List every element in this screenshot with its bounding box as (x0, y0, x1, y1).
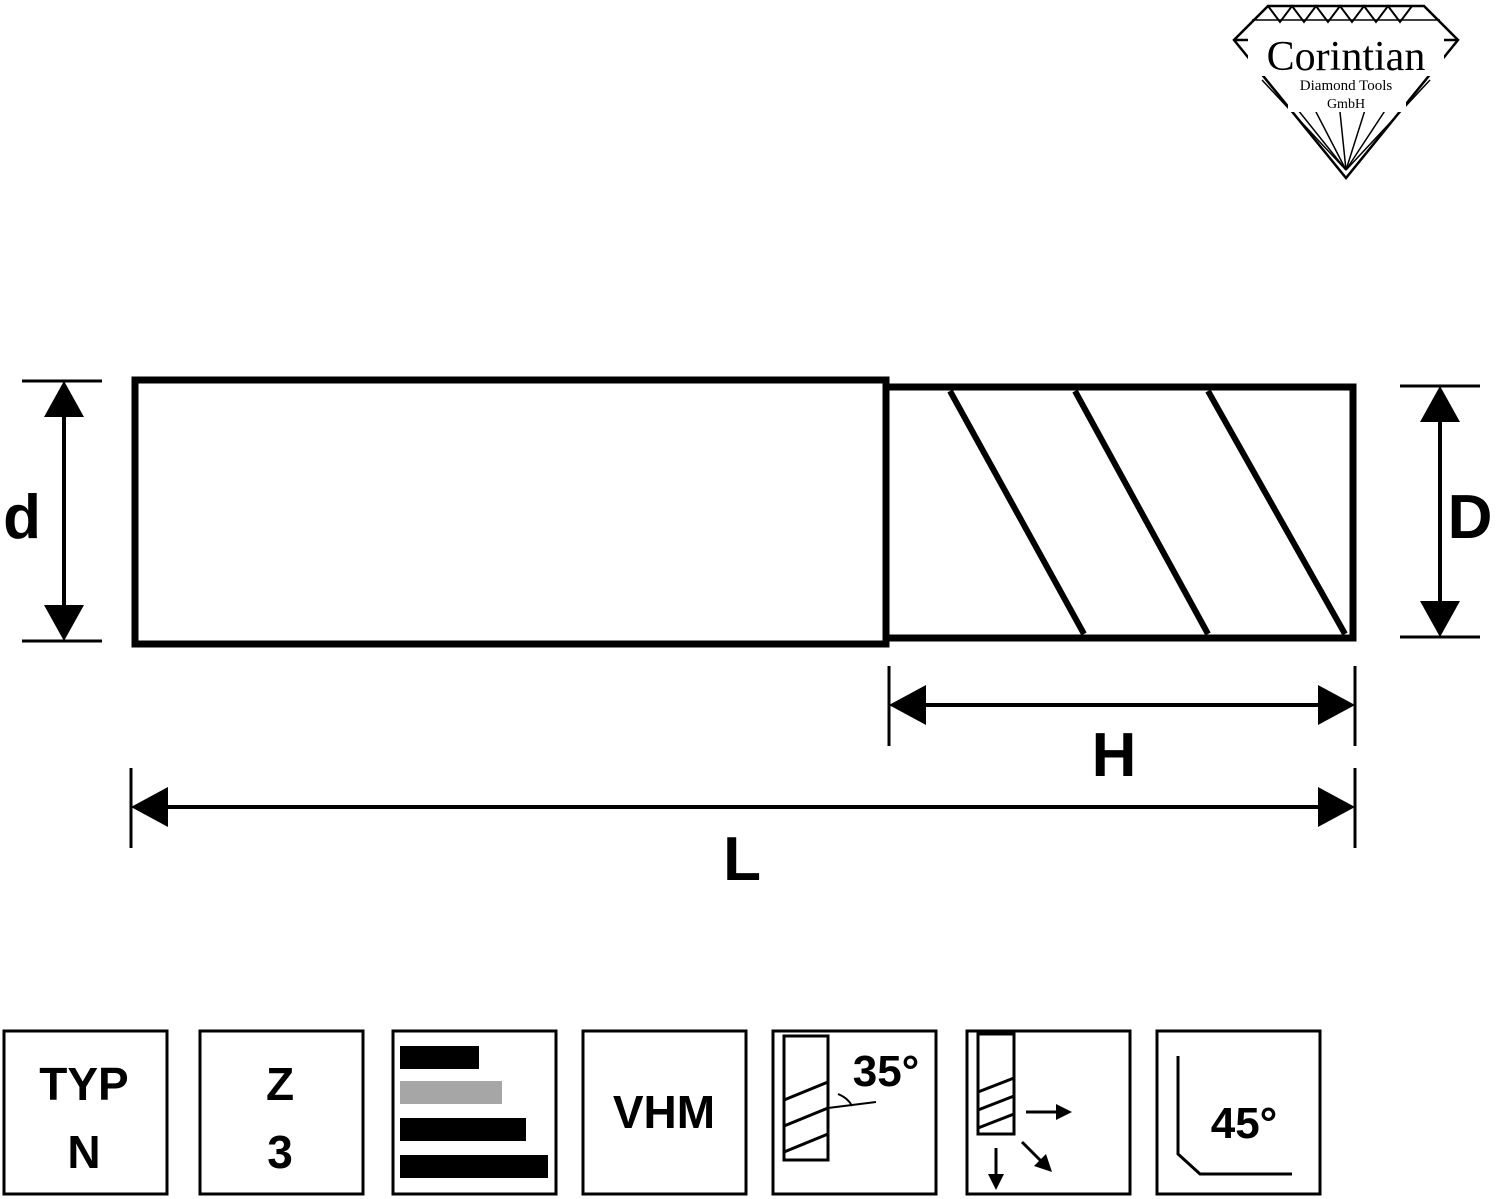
helix-angle-label: 35° (853, 1047, 920, 1096)
helix-angle-icon: 35° (771, 1029, 938, 1196)
arrow-down-icon (1420, 601, 1460, 637)
company-logo: Corintian Diamond Tools GmbH (1232, 4, 1460, 180)
chamfer-angle-label: 45° (1211, 1099, 1278, 1148)
arrow-left-icon (131, 787, 168, 827)
arrow-up-icon (1420, 386, 1460, 422)
shank-body (131, 376, 890, 648)
cutting-body (882, 383, 1357, 642)
dimension-cutting-diameter: D (1400, 384, 1493, 639)
arrow-down-icon (988, 1174, 1004, 1190)
arrow-diagonal-icon (1034, 1154, 1052, 1172)
end-mill-helix-icon (782, 1034, 877, 1162)
logo-legal-form: GmbH (1327, 97, 1365, 112)
cutting-direction-arrows-icon (965, 1029, 1132, 1196)
dimension-shank-diameter: d (3, 379, 102, 643)
label-d: d (3, 483, 41, 552)
label-D: D (1448, 483, 1493, 552)
dimension-total-length: L (129, 768, 1357, 894)
tool-type-icon: TYP N (2, 1029, 169, 1196)
bar-1 (400, 1046, 479, 1069)
tool-type-value: N (67, 1126, 100, 1178)
material-icon: VHM (581, 1029, 748, 1196)
arrow-right-icon (1318, 787, 1355, 827)
material-label: VHM (613, 1086, 715, 1138)
logo-subtitle: Diamond Tools (1300, 78, 1393, 94)
bar-4 (400, 1155, 548, 1178)
label-L: L (723, 825, 761, 894)
arrow-down-icon (44, 605, 84, 641)
feature-icon-row: TYP N Z 3 VHM (2, 1029, 1322, 1196)
tool-outline (131, 376, 1357, 648)
bar-2 (400, 1081, 502, 1104)
arrow-left-icon (889, 685, 926, 725)
flute-count-label: Z (266, 1058, 294, 1110)
dimension-cutting-length: H (887, 666, 1357, 790)
bar-3 (400, 1118, 526, 1141)
logo-company-name: Corintian (1267, 34, 1426, 80)
chamfer-profile-icon (1176, 1056, 1292, 1176)
flute-count-value: 3 (267, 1126, 293, 1178)
helical-flutes (947, 389, 1348, 636)
flute-count-icon: Z 3 (198, 1029, 365, 1196)
tool-type-label: TYP (39, 1058, 128, 1110)
arrow-up-icon (44, 381, 84, 417)
label-H: H (1092, 721, 1137, 790)
material-suitability-bars-icon (391, 1029, 558, 1196)
arrow-right-icon (1056, 1104, 1072, 1120)
arrow-right-icon (1318, 685, 1355, 725)
corner-chamfer-icon: 45° (1155, 1029, 1322, 1196)
